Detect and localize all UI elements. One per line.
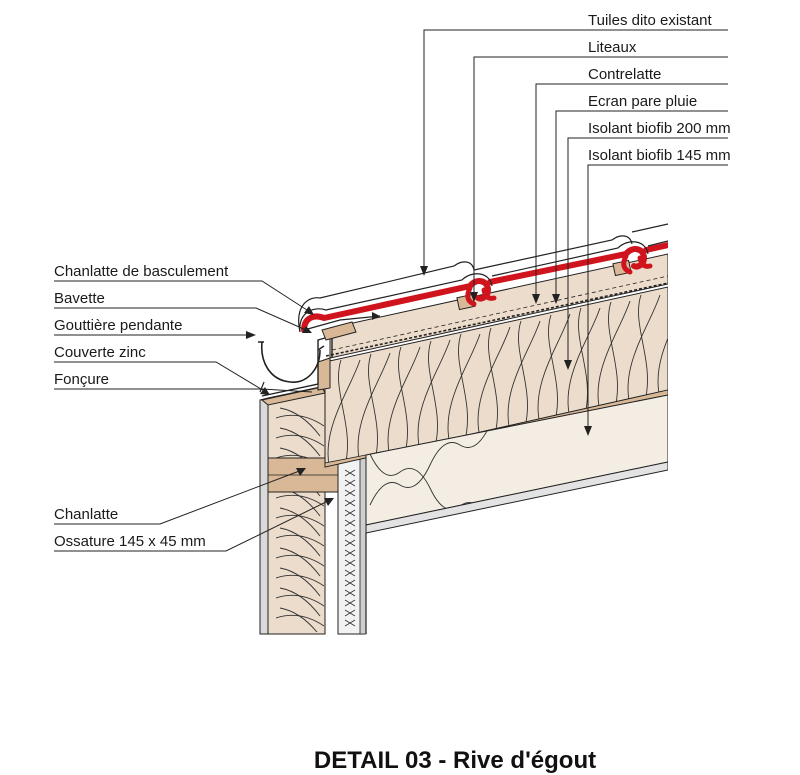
leader-foncure <box>54 388 313 393</box>
leader-ecran <box>555 110 728 298</box>
gouttiere-pendante <box>261 341 321 383</box>
label-ossature: Ossature 145 x 45 mm <box>54 533 206 550</box>
label-chanlatte-basculement: Chanlatte de basculement <box>54 263 229 280</box>
leader-bavette <box>54 307 307 331</box>
bavette <box>303 315 381 331</box>
tile-row-2 <box>487 246 648 285</box>
label-contrelatte: Contrelatte <box>588 66 661 83</box>
couverte-zinc <box>261 335 333 397</box>
leader-couverte <box>54 361 267 393</box>
label-isolant145: Isolant biofib 145 mm <box>588 147 731 164</box>
label-isolant200: Isolant biofib 200 mm <box>588 120 731 137</box>
ecran-pare-pluie-line <box>325 282 668 357</box>
leader-contrelatte <box>535 83 728 298</box>
wall-insulation <box>267 385 326 635</box>
label-ecran: Ecran pare pluie <box>588 93 697 110</box>
insulation-200-layer <box>324 286 668 468</box>
leader-chanlatte <box>54 469 303 525</box>
leader-chanlatte-basculement <box>54 280 311 313</box>
tile-hook-1 <box>465 285 497 307</box>
label-couverte: Couverte zinc <box>54 344 146 361</box>
leader-liteaux <box>473 56 728 296</box>
leader-ossature <box>54 499 331 552</box>
label-liteaux: Liteaux <box>588 39 637 56</box>
tile-row-3 <box>643 242 668 253</box>
ceiling-board <box>365 461 668 534</box>
wall-cladding <box>259 397 269 635</box>
leader-isolant145 <box>587 164 728 430</box>
chanlatte-basculement <box>321 321 357 341</box>
drawing-title: DETAIL 03 - Rive d'égout <box>314 747 596 774</box>
foncure-board <box>317 357 331 391</box>
label-bavette: Bavette <box>54 290 105 307</box>
leader-isolant200 <box>567 137 728 364</box>
label-foncure: Fonçure <box>54 371 109 388</box>
tile-hook-2 <box>621 253 653 275</box>
label-chanlatte: Chanlatte <box>54 506 118 523</box>
insulation-145-layer <box>365 394 668 526</box>
label-gouttiere: Gouttière pendante <box>54 317 182 334</box>
label-tuiles: Tuiles dito existant <box>588 12 713 29</box>
